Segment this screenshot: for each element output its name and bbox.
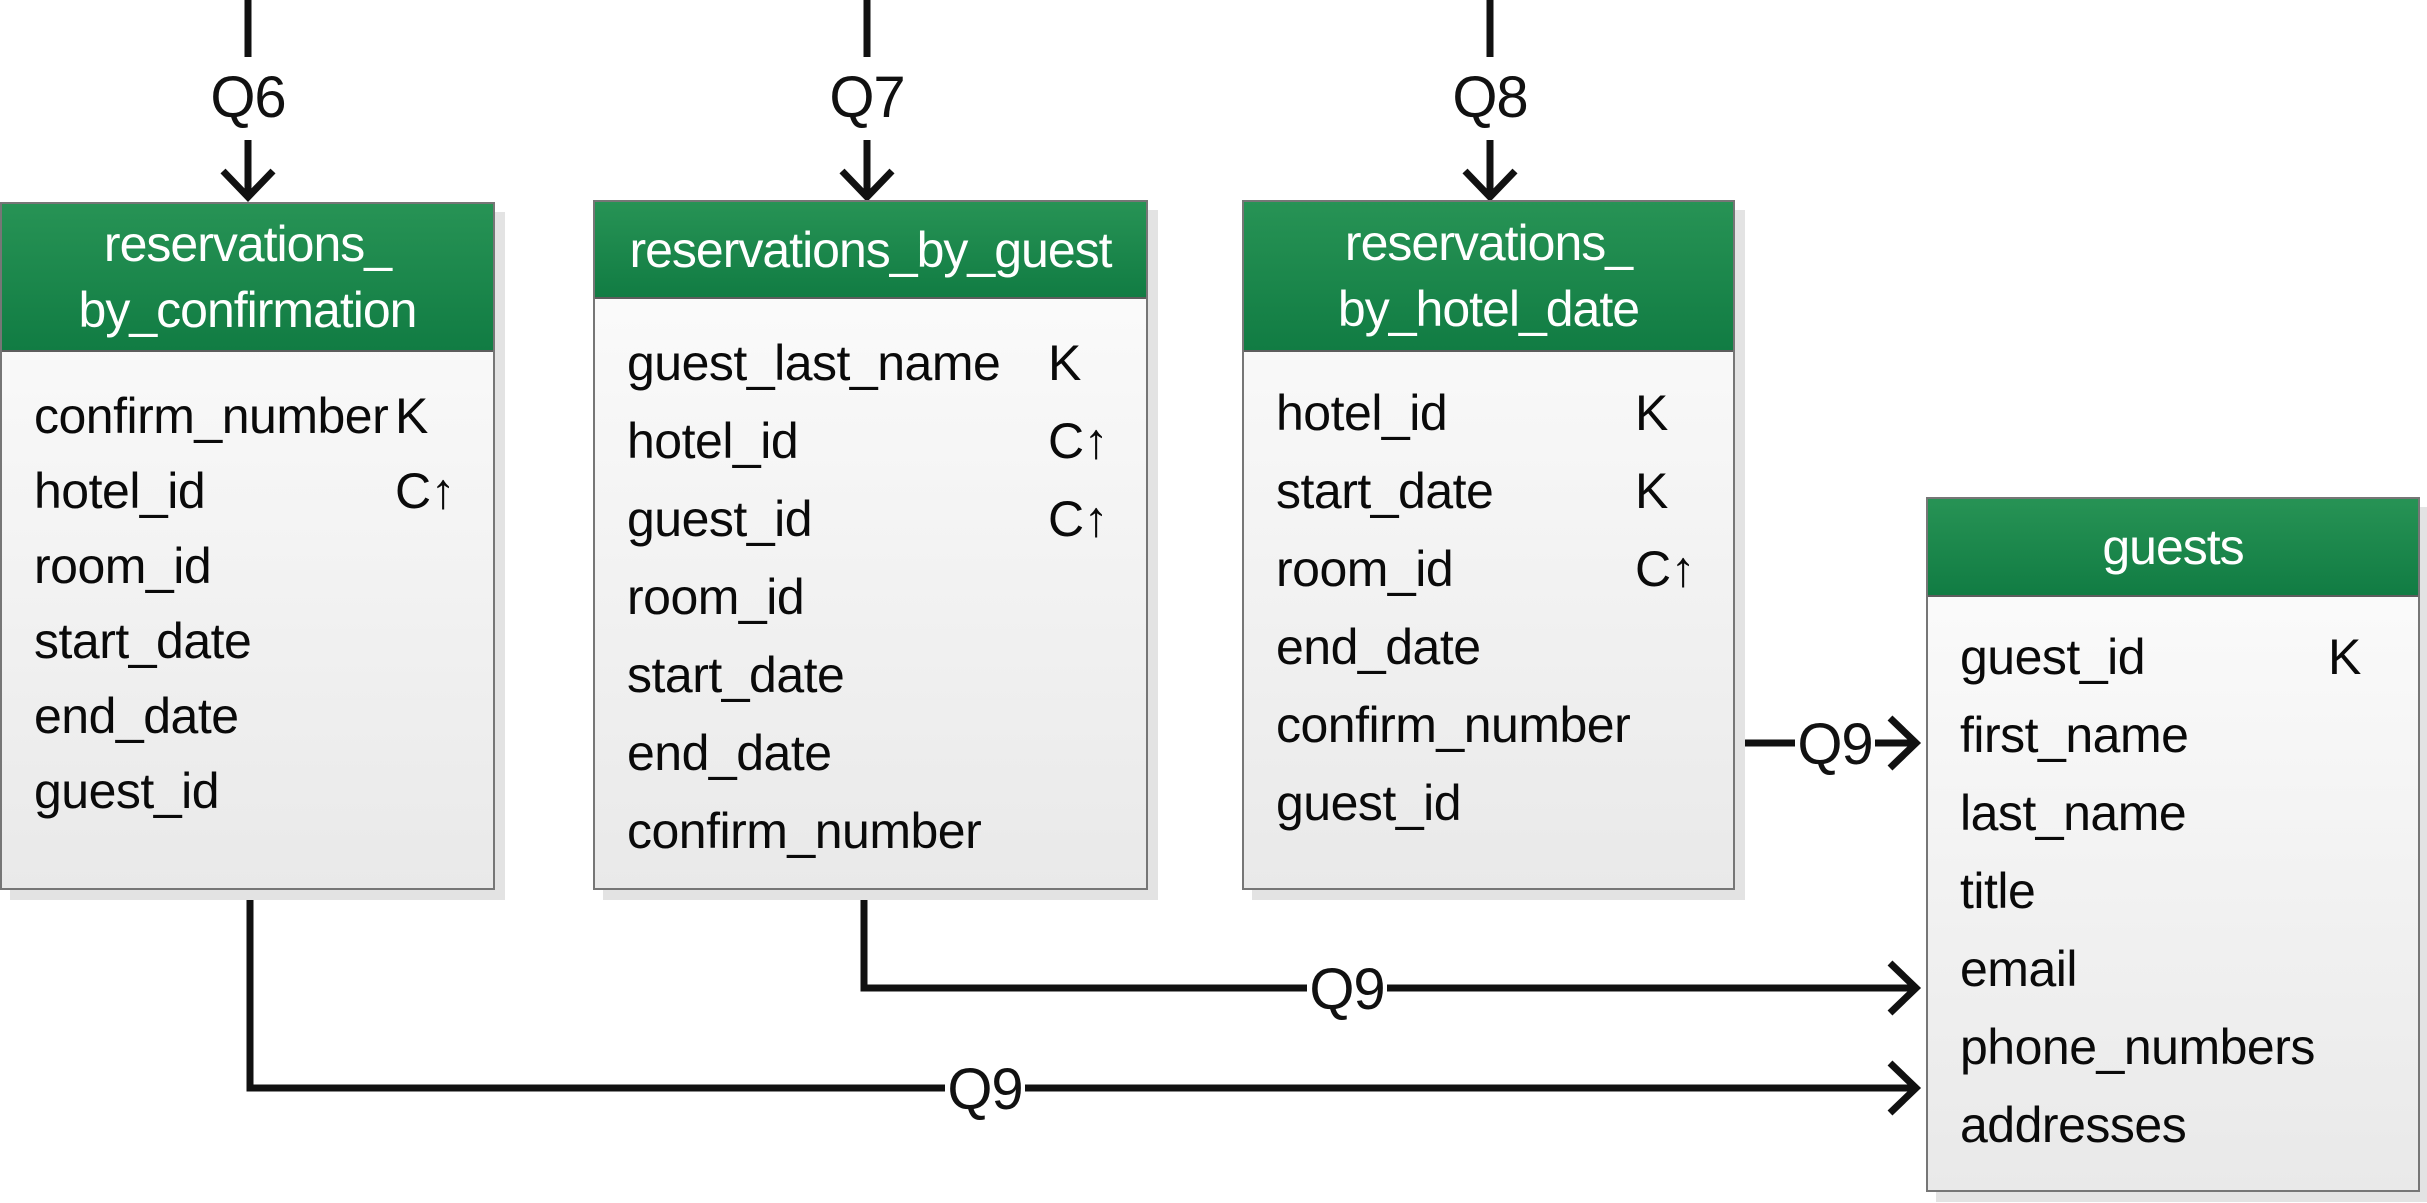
- q6-label: Q6: [210, 65, 285, 130]
- field-name: title: [1960, 863, 2036, 919]
- table-reservations-by-hotel-date: reservations_ by_hotel_date hotel_id K s…: [1242, 200, 1735, 890]
- q8-arrowhead-icon: [1462, 168, 1518, 203]
- table-guests: guests guest_id K first_name last_name t…: [1926, 497, 2420, 1192]
- key-annotation: K: [1048, 335, 1081, 391]
- table-title-line: by_confirmation: [78, 282, 418, 338]
- table-row: confirm_number K: [2, 378, 493, 453]
- field-name: guest_last_name: [627, 335, 1001, 391]
- table-title-line: reservations_by_guest: [629, 221, 1112, 278]
- q9-hotel-date-label-bg: [1795, 708, 1875, 780]
- table-title-line: reservations_: [1344, 215, 1633, 271]
- field-name: guest_id: [1276, 775, 1462, 831]
- field-name: hotel_id: [1276, 385, 1448, 441]
- q7-arrowhead-icon: [839, 168, 895, 203]
- table-header: reservations_ by_confirmation: [2, 204, 493, 352]
- table-title-line: guests: [2102, 519, 2244, 575]
- field-name: confirm_number: [1276, 697, 1631, 753]
- q9-confirmation-label-bg: [945, 1053, 1025, 1125]
- table-row: guest_id K: [1928, 618, 2418, 696]
- table-row: confirm_number: [1244, 686, 1733, 764]
- table-row: first_name: [1928, 696, 2418, 774]
- table-row: guest_id C↑: [595, 480, 1146, 558]
- table-row: guest_last_name K: [595, 324, 1146, 402]
- field-name: email: [1960, 941, 2077, 997]
- table-title-line: reservations_: [103, 216, 392, 272]
- q6-arrowhead-icon: [220, 168, 276, 203]
- field-name: guest_id: [34, 762, 220, 819]
- q9-guest-label-bg: [1307, 953, 1387, 1025]
- field-name: phone_numbers: [1960, 1019, 2315, 1075]
- table-header: reservations_by_guest: [595, 202, 1146, 299]
- table-reservations-by-confirmation: reservations_ by_confirmation confirm_nu…: [0, 202, 495, 890]
- key-annotation: K: [2328, 629, 2361, 685]
- table-row: hotel_id C↑: [2, 453, 493, 528]
- table-body: confirm_number K hotel_id C↑ room_id sta…: [2, 352, 493, 828]
- table-row: room_id: [595, 558, 1146, 636]
- field-name: guest_id: [1960, 629, 2146, 685]
- table-body: hotel_id K start_date K room_id C↑ end_d…: [1244, 352, 1733, 842]
- q9-guest-line: [860, 889, 1912, 992]
- field-name: end_date: [34, 687, 239, 744]
- table-title-line: by_hotel_date: [1337, 281, 1640, 337]
- q9-hotel-date-label: Q9: [1797, 712, 1872, 777]
- key-annotation: K: [395, 387, 428, 444]
- table-row: confirm_number: [595, 792, 1146, 870]
- field-name: confirm_number: [34, 387, 389, 444]
- q9-hotel-date-arrowhead-icon: [1887, 715, 1922, 771]
- field-name: hotel_id: [627, 413, 799, 469]
- table-row: addresses: [1928, 1086, 2418, 1164]
- table-row: guest_id: [2, 753, 493, 828]
- table-row: start_date K: [1244, 452, 1733, 530]
- field-name: start_date: [627, 647, 845, 703]
- key-annotation: K: [1635, 463, 1668, 519]
- table-body: guest_last_name K hotel_id C↑ guest_id C…: [595, 299, 1146, 870]
- table-body: guest_id K first_name last_name title em…: [1928, 597, 2418, 1164]
- table-row: end_date: [595, 714, 1146, 792]
- field-name: room_id: [1276, 541, 1454, 597]
- table-row: end_date: [1244, 608, 1733, 686]
- table-row: end_date: [2, 678, 493, 753]
- table-row: guest_id: [1244, 764, 1733, 842]
- table-row: last_name: [1928, 774, 2418, 852]
- field-name: start_date: [1276, 463, 1494, 519]
- key-annotation: C↑: [395, 462, 456, 519]
- field-name: last_name: [1960, 785, 2187, 841]
- table-row: email: [1928, 930, 2418, 1008]
- q9-confirmation-arrowhead-icon: [1887, 1060, 1922, 1116]
- key-annotation: C↑: [1048, 491, 1109, 547]
- key-annotation: C↑: [1048, 413, 1109, 469]
- field-name: end_date: [1276, 619, 1481, 675]
- q9-confirmation-line: [246, 889, 1912, 1092]
- field-name: room_id: [34, 537, 212, 594]
- field-name: guest_id: [627, 491, 813, 547]
- q9-guest-label: Q9: [1309, 957, 1384, 1022]
- table-row: title: [1928, 852, 2418, 930]
- table-reservations-by-guest: reservations_by_guest guest_last_name K …: [593, 200, 1148, 890]
- table-row: hotel_id K: [1244, 374, 1733, 452]
- key-annotation: C↑: [1635, 541, 1696, 597]
- table-row: hotel_id C↑: [595, 402, 1146, 480]
- field-name: first_name: [1960, 707, 2189, 763]
- table-row: phone_numbers: [1928, 1008, 2418, 1086]
- q7-label: Q7: [829, 65, 904, 130]
- table-row: start_date: [595, 636, 1146, 714]
- field-name: end_date: [627, 725, 832, 781]
- field-name: room_id: [627, 569, 805, 625]
- table-row: room_id C↑: [1244, 530, 1733, 608]
- q9-guest-arrowhead-icon: [1887, 960, 1922, 1016]
- q8-label: Q8: [1452, 65, 1527, 130]
- table-header: guests: [1928, 499, 2418, 597]
- table-header: reservations_ by_hotel_date: [1244, 202, 1733, 352]
- field-name: addresses: [1960, 1097, 2187, 1153]
- table-row: start_date: [2, 603, 493, 678]
- field-name: hotel_id: [34, 462, 206, 519]
- q9-confirmation-label: Q9: [947, 1057, 1022, 1122]
- field-name: confirm_number: [627, 803, 982, 859]
- key-annotation: K: [1635, 385, 1668, 441]
- table-row: room_id: [2, 528, 493, 603]
- field-name: start_date: [34, 612, 252, 669]
